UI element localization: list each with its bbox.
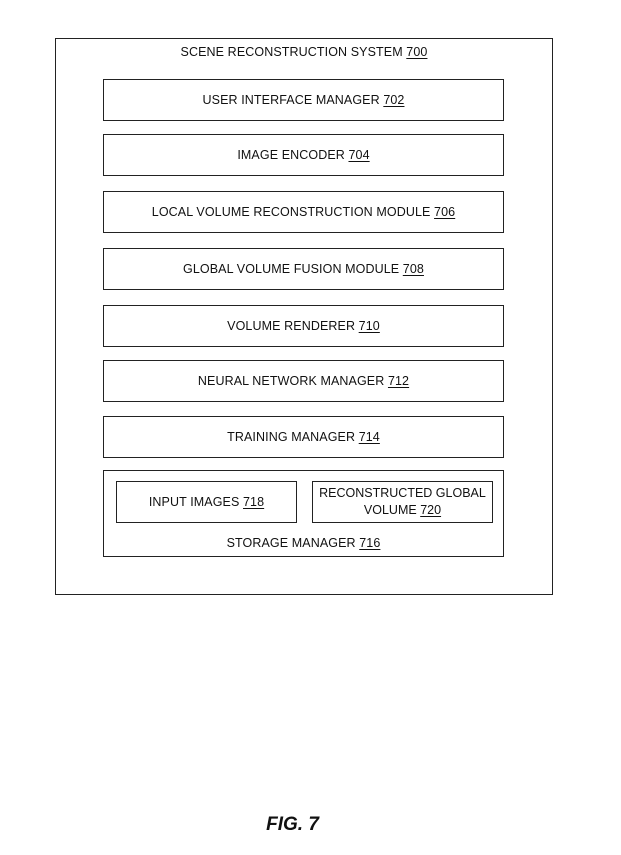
module-label-text: VOLUME RENDERER [227,319,356,333]
system-title: SCENE RECONSTRUCTION SYSTEM 700 [56,45,552,59]
module-ref: 710 [358,319,380,333]
figure-caption: FIG. 7 [266,814,319,835]
training-manager-box: TRAINING MANAGER 714 [103,416,504,458]
storage-manager-text: STORAGE MANAGER [226,536,356,550]
reconstructed-global-volume-box: RECONSTRUCTED GLOBAL VOLUME 720 [312,481,493,523]
module-ref: 706 [434,205,456,219]
reconstructed-global-volume-label: RECONSTRUCTED GLOBAL VOLUME 720 [319,485,486,519]
module-ref: 708 [402,262,424,276]
module-ref: 702 [383,93,405,107]
module-label-text: GLOBAL VOLUME FUSION MODULE [183,262,400,276]
module-ref: 712 [387,374,410,388]
reconstructed-volume-line2: VOLUME [363,503,417,517]
module-label: LOCAL VOLUME RECONSTRUCTION MODULE 706 [152,205,455,219]
module-label-text: IMAGE ENCODER [237,148,345,162]
module-label-text: USER INTERFACE MANAGER [202,93,380,107]
user-interface-manager-box: USER INTERFACE MANAGER 702 [103,79,504,121]
volume-renderer-box: VOLUME RENDERER 710 [103,305,504,347]
input-images-ref: 718 [243,495,265,509]
module-label-text: LOCAL VOLUME RECONSTRUCTION MODULE [151,205,431,219]
module-label: TRAINING MANAGER 714 [227,430,380,444]
module-label: GLOBAL VOLUME FUSION MODULE 708 [183,262,424,276]
system-title-text: SCENE RECONSTRUCTION SYSTEM [180,45,403,59]
module-ref: 704 [348,148,370,162]
storage-manager-box: INPUT IMAGES 718 RECONSTRUCTED GLOBAL VO… [103,470,504,557]
input-images-box: INPUT IMAGES 718 [116,481,297,523]
storage-manager-ref: 716 [359,536,381,550]
reconstructed-volume-line1: RECONSTRUCTED GLOBAL [319,486,486,500]
image-encoder-box: IMAGE ENCODER 704 [103,134,504,176]
local-volume-reconstruction-module-box: LOCAL VOLUME RECONSTRUCTION MODULE 706 [103,191,504,233]
module-label-text: TRAINING MANAGER [227,430,356,444]
module-label: VOLUME RENDERER 710 [227,319,380,333]
module-ref: 714 [358,430,380,444]
reconstructed-volume-line2-row: VOLUME 720 [319,502,486,519]
neural-network-manager-box: NEURAL NETWORK MANAGER 712 [103,360,504,402]
input-images-label: INPUT IMAGES 718 [149,495,264,509]
system-ref: 700 [406,45,428,59]
reconstructed-volume-ref: 720 [420,503,442,517]
input-images-text: INPUT IMAGES [148,495,240,509]
global-volume-fusion-module-box: GLOBAL VOLUME FUSION MODULE 708 [103,248,504,290]
storage-manager-label: STORAGE MANAGER 716 [104,536,503,550]
module-label: IMAGE ENCODER 704 [237,148,369,162]
module-label: NEURAL NETWORK MANAGER 712 [198,374,409,388]
module-label-text: NEURAL NETWORK MANAGER [197,374,385,388]
module-label: USER INTERFACE MANAGER 702 [203,93,405,107]
